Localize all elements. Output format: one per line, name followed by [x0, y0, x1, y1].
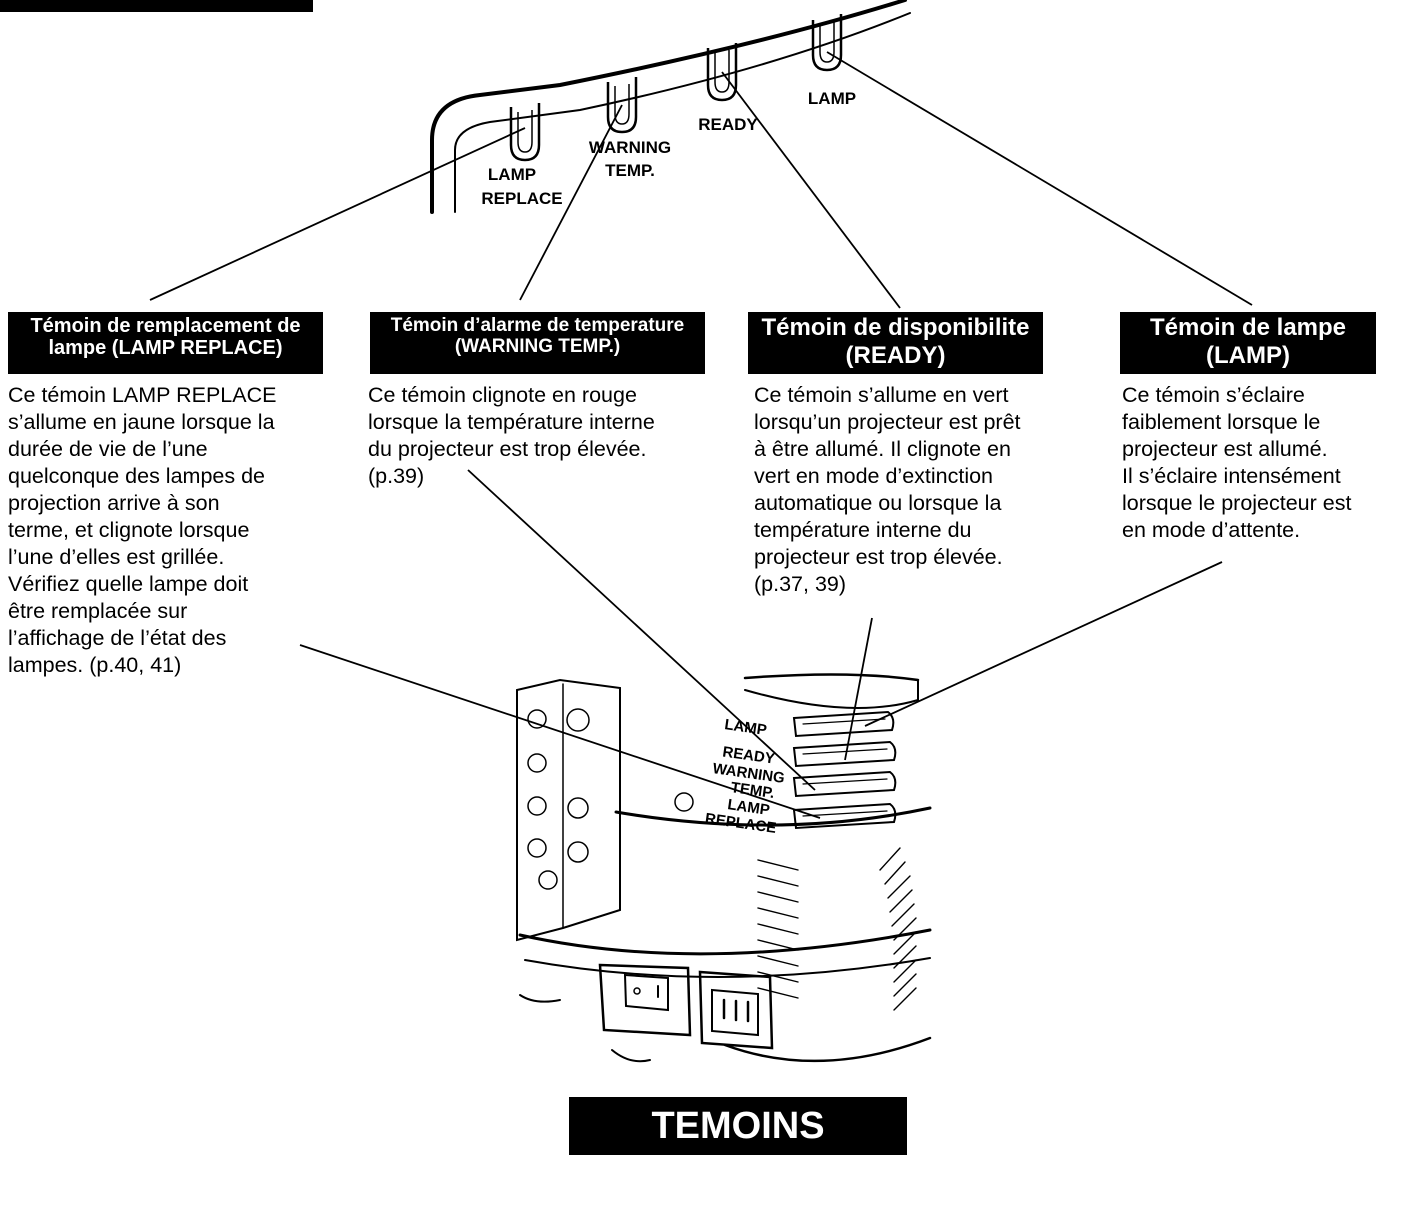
header-lamp-replace-line2: lampe (LAMP REPLACE): [48, 337, 283, 360]
header-lamp-replace: Témoin de remplacement de lampe (LAMP RE…: [8, 312, 323, 374]
rear-label-warning-2: TEMP.: [730, 779, 776, 802]
header-warning-temp-line2: (WARNING TEMP.): [454, 336, 621, 358]
header-lamp: Témoin de lampe (LAMP): [1120, 312, 1376, 374]
panel-label-ready: READY: [698, 115, 758, 134]
description-lamp-replace: Ce témoin LAMP REPLACE s’allume en jaune…: [8, 383, 277, 677]
projector-diagram: LAMP REPLACE WARNING TEMP. READY LAMP: [149, 0, 1253, 1063]
header-ready-line1: Témoin de disponibilite: [761, 314, 1030, 341]
led-lamp-replace-top: [509, 103, 541, 162]
header-warning-temp-line1: Témoin d’alarme de temperature: [390, 315, 685, 336]
panel-label-lamp: LAMP: [808, 89, 856, 108]
rear-label-lamp: LAMP: [723, 716, 767, 739]
leader-lines-top: [149, 51, 1253, 309]
panel-label-warning-1: WARNING: [589, 138, 671, 157]
header-lamp-line1: Témoin de lampe: [1149, 314, 1347, 341]
description-lamp: Ce témoin s’éclaire faiblement lorsque l…: [1122, 383, 1352, 542]
header-lamp-line2: (LAMP): [1206, 341, 1290, 369]
page-corner-tab: [0, 0, 313, 12]
panel-label-warning-2: TEMP.: [605, 161, 655, 180]
header-warning-temp: Témoin d’alarme de temperature (WARNING …: [370, 312, 705, 374]
description-ready: Ce témoin s’allume en vert lorsqu’un pro…: [754, 383, 1021, 596]
header-lamp-replace-line1: Témoin de remplacement de: [30, 315, 301, 337]
footer-title: TEMOINS ARRIERE: [569, 1097, 907, 1205]
description-warning-temp: Ce témoin clignote en rouge lorsque la t…: [368, 383, 655, 488]
projector-rear-body: [516, 673, 932, 1063]
rear-label-lamp-replace-1: LAMP: [726, 796, 770, 819]
panel-label-lamp-replace-2: REPLACE: [481, 189, 562, 208]
panel-label-lamp-replace-1: LAMP: [488, 165, 536, 184]
header-ready: Témoin de disponibilite (READY): [748, 312, 1043, 374]
header-ready-line2: (READY): [845, 341, 946, 369]
leader-lines-rear: [299, 469, 1223, 819]
